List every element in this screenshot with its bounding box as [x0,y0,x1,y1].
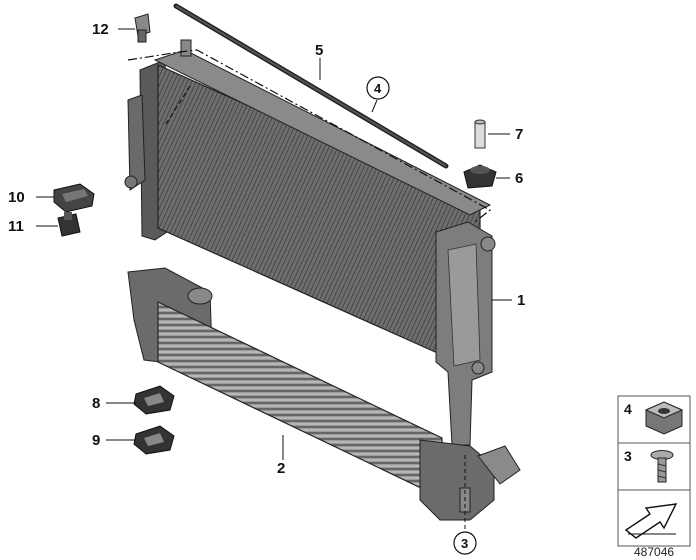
mounting-dashline [127,49,492,223]
callout-9: 9 [92,432,100,449]
sensor-part [134,13,151,43]
radiator [124,39,496,446]
bracket-part-9 [133,425,175,455]
callout-6: 6 [515,170,523,187]
legend-box: 4 3 [617,395,691,547]
callout-1: 1 [517,292,525,309]
screw-icon [650,450,674,483]
callout-10: 10 [8,189,25,206]
callout-11: 11 [8,218,24,235]
pin-part-7 [474,119,486,149]
bracket-part-8 [133,385,175,415]
callout-4-circle [366,76,390,100]
callout-7: 7 [515,126,523,143]
callout-4: 4 [374,81,382,96]
callout-2: 2 [277,460,285,477]
callout-12: 12 [92,21,109,38]
clip-part-11 [57,212,81,237]
legend-item-4-number: 4 [624,401,632,417]
callout-5: 5 [315,42,323,59]
document-number: 487046 [634,545,674,559]
direction-arrow-icon [624,503,678,539]
callout-8: 8 [92,395,100,412]
callout-3-circle [453,531,477,555]
seal-strip [173,3,449,169]
leader-lines [36,28,512,532]
legend-item-3-number: 3 [624,448,632,464]
mount-part-6 [463,164,497,189]
bracket-part-10 [53,183,95,213]
square-nut-icon [644,401,684,435]
callout-3: 3 [461,536,468,551]
